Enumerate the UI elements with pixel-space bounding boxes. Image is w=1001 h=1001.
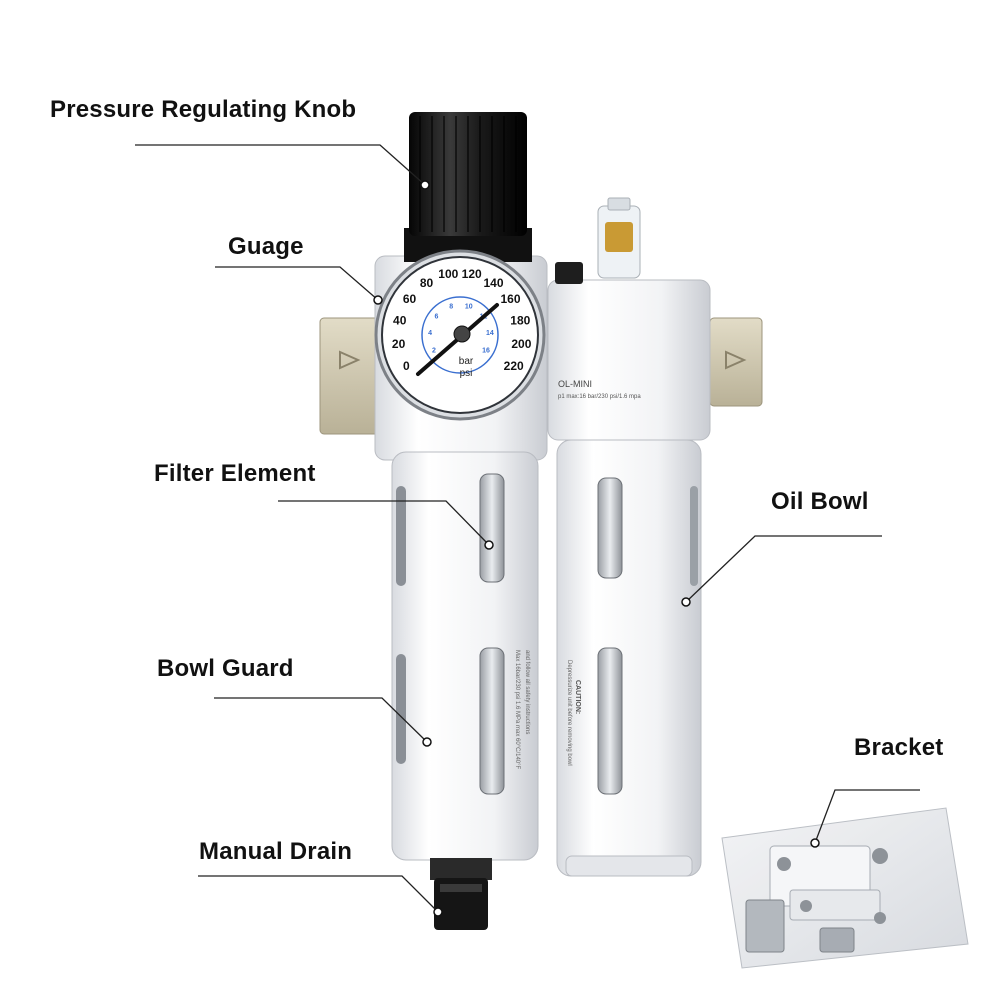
leader-gauge [215,266,379,301]
bar-tick-8: 8 [449,304,453,311]
callout-dots [373,180,820,917]
psi-tick-220: 220 [504,359,524,373]
label-pressure-regulating-knob: Pressure Regulating Knob [50,96,357,123]
lubricator-rating: p1 max:16 bar/230 psi/1.6 mpa [558,394,641,400]
bar-tick-16: 16 [482,347,490,354]
psi-tick-120: 120 [462,267,482,281]
psi-tick-0: 0 [403,359,410,373]
psi-tick-160: 160 [500,292,520,306]
bar-tick-6: 6 [435,314,439,321]
psi-tick-80: 80 [420,276,434,290]
gauge-unit-bar: bar [459,356,474,367]
bracket-bag [721,807,969,969]
manual-drain [430,858,492,930]
oil-bowl-caution-title: CAUTION: [574,680,581,714]
leader-oil-bowl [685,535,882,603]
psi-tick-140: 140 [483,276,503,290]
label-bracket: Bracket [854,734,944,761]
bar-tick-10: 10 [465,304,473,311]
leader-lines [135,144,920,913]
dot-bracket [810,838,820,848]
lubricator-model: OL-MINI [558,379,592,389]
psi-tick-20: 20 [392,337,406,351]
psi-tick-40: 40 [393,313,407,327]
oil-bowl-caution-body: Depressurize unit before removing bowl [566,660,572,766]
inlet-port [319,317,383,435]
filter-bowl-warning-1: Max 16bar/230 psi 1.6 MPa max 60°C/140°F [514,650,520,770]
label-oil-bowl: Oil Bowl [771,488,869,515]
outlet-port [709,317,763,407]
bar-tick-4: 4 [428,330,432,337]
gauge-unit-psi: psi [460,368,473,379]
psi-tick-60: 60 [403,292,417,306]
filter-bowl-guard: Max 16bar/230 psi 1.6 MPa max 60°C/140°F… [391,451,539,861]
filter-bowl-warning-2: and follow all safety instructions [524,650,530,734]
label-manual-drain: Manual Drain [199,838,353,865]
leader-filter-element [278,500,490,546]
label-gauge: Guage [228,233,304,260]
bar-tick-14: 14 [486,330,494,337]
dot-bowl-guard [422,737,432,747]
leader-knob [135,144,426,186]
dot-manual-drain [433,907,443,917]
psi-tick-100: 100 [438,267,458,281]
label-bowl-guard: Bowl Guard [157,655,294,682]
lubricator-head: OL-MINI p1 max:16 bar/230 psi/1.6 mpa [547,197,711,441]
psi-tick-180: 180 [510,313,530,327]
leader-bracket [814,789,920,844]
dot-knob [420,180,430,190]
label-filter-element: Filter Element [154,460,316,487]
bar-tick-2: 2 [432,347,436,354]
psi-tick-200: 200 [511,337,531,351]
leader-manual-drain [198,875,439,913]
dot-filter-element [484,540,494,550]
dot-oil-bowl [681,597,691,607]
dot-gauge [373,295,383,305]
oil-bowl: CAUTION: Depressurize unit before removi… [556,439,702,877]
leader-bowl-guard [214,697,428,743]
